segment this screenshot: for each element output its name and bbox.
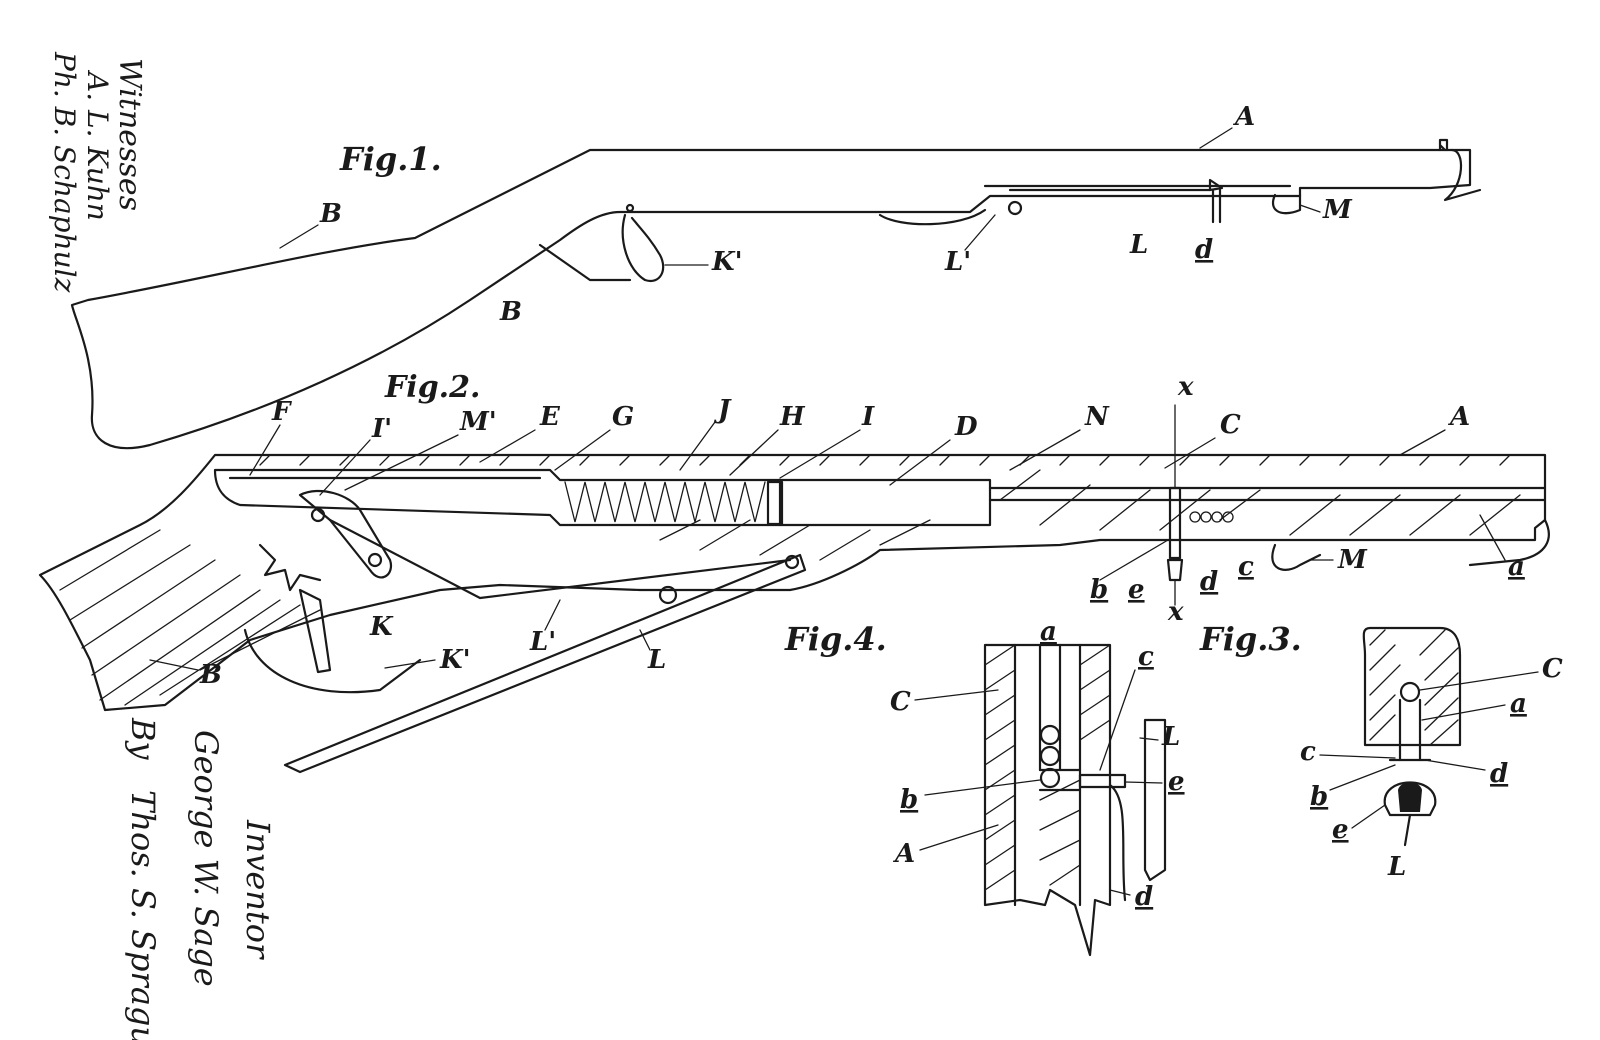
label-H-fig2: H <box>779 402 806 432</box>
label-d-fig1: d <box>1195 235 1213 265</box>
label-C-fig4: C <box>890 687 911 717</box>
label-a-fig4: a <box>1040 617 1057 647</box>
fig2-title: Fig.2. <box>384 370 480 405</box>
label-Kprime-fig1: K' <box>711 247 743 277</box>
label-B-fig1-top: B <box>319 199 342 229</box>
fig1-gun-exterior <box>70 138 1482 450</box>
label-D-fig2: D <box>954 412 978 442</box>
label-K-fig2: K <box>369 612 394 642</box>
label-I-fig2: I <box>861 402 875 432</box>
by-label: By <box>124 717 162 761</box>
label-A-fig4: A <box>892 839 915 869</box>
fig1-title: Fig.1. <box>339 140 442 178</box>
attorney-signature: Thos. S. Sprague <box>124 790 162 1040</box>
label-G-fig2: G <box>612 402 634 432</box>
label-J-fig2: J <box>713 395 732 425</box>
label-d-fig3: d <box>1490 759 1508 789</box>
fig4-detail-section <box>983 643 1167 957</box>
label-d-fig4: d <box>1135 882 1153 912</box>
label-x-bottom: x <box>1167 597 1184 627</box>
label-E-fig2: E <box>539 402 561 432</box>
label-A-fig2: A <box>1447 402 1470 432</box>
fig4-title: Fig.4. <box>784 620 887 658</box>
label-C-fig3: C <box>1542 654 1563 684</box>
label-L-fig4: L <box>1161 722 1180 752</box>
label-d-fig2: d <box>1200 567 1218 597</box>
label-b-fig2: b <box>1090 575 1108 605</box>
reference-labels: A B B K' L' L d M F I' M' E G J H I D N … <box>149 102 1563 912</box>
label-a-fig2: a <box>1508 552 1525 582</box>
label-Lprime-fig1: L' <box>944 247 971 277</box>
label-M-fig2: M <box>1337 545 1368 575</box>
label-e-fig3: e <box>1332 815 1349 845</box>
label-Lprime-fig2: L' <box>529 627 556 657</box>
inventor-heading: Inventor <box>239 819 277 960</box>
label-b-fig4: b <box>900 785 918 815</box>
label-B-fig1-bottom: B <box>499 297 522 327</box>
label-c-fig4: c <box>1138 642 1154 672</box>
fig2-hatching <box>59 454 1521 706</box>
fig2-gun-section <box>38 453 1550 774</box>
label-Kprime-fig2: K' <box>439 645 471 675</box>
inventor-name: George W. Sage <box>187 730 225 987</box>
label-c-fig3: c <box>1300 737 1316 767</box>
label-L-fig1: L <box>1129 230 1148 260</box>
label-N-fig2: N <box>1084 402 1110 432</box>
figure-titles: Fig.1. Fig.2. Fig.3. Fig.4. <box>339 140 1302 658</box>
label-F-fig2: F <box>271 397 292 427</box>
label-L-fig2: L <box>647 645 666 675</box>
witness-signature-2: Ph. B. Schaphulz <box>48 51 81 293</box>
label-Iprime-fig2: I' <box>371 414 392 444</box>
inventor-block: Inventor George W. Sage By Thos. S. Spra… <box>124 717 277 1040</box>
witness-signature-1: A. L. Kuhn <box>81 69 114 221</box>
label-b-fig3: b <box>1310 782 1328 812</box>
label-L-fig3: L <box>1387 852 1406 882</box>
fig3-title: Fig.3. <box>1199 620 1302 658</box>
label-e-fig2: e <box>1128 575 1145 605</box>
label-C-fig2: C <box>1220 410 1241 440</box>
label-M-fig1: M <box>1322 195 1353 225</box>
witnesses-heading: Witnesses <box>112 58 147 211</box>
label-Mprime-fig2: M' <box>459 407 497 437</box>
fig3-cross-section <box>1362 626 1462 847</box>
label-A-fig1: A <box>1232 102 1255 132</box>
label-c-fig2: c <box>1238 552 1254 582</box>
label-B-fig2: B <box>199 660 222 690</box>
witnesses-block: Witnesses A. L. Kuhn Ph. B. Schaphulz <box>48 51 147 293</box>
label-a-fig3: a <box>1510 689 1527 719</box>
label-x-top: x <box>1177 372 1194 402</box>
label-e-fig4: e <box>1168 767 1185 797</box>
